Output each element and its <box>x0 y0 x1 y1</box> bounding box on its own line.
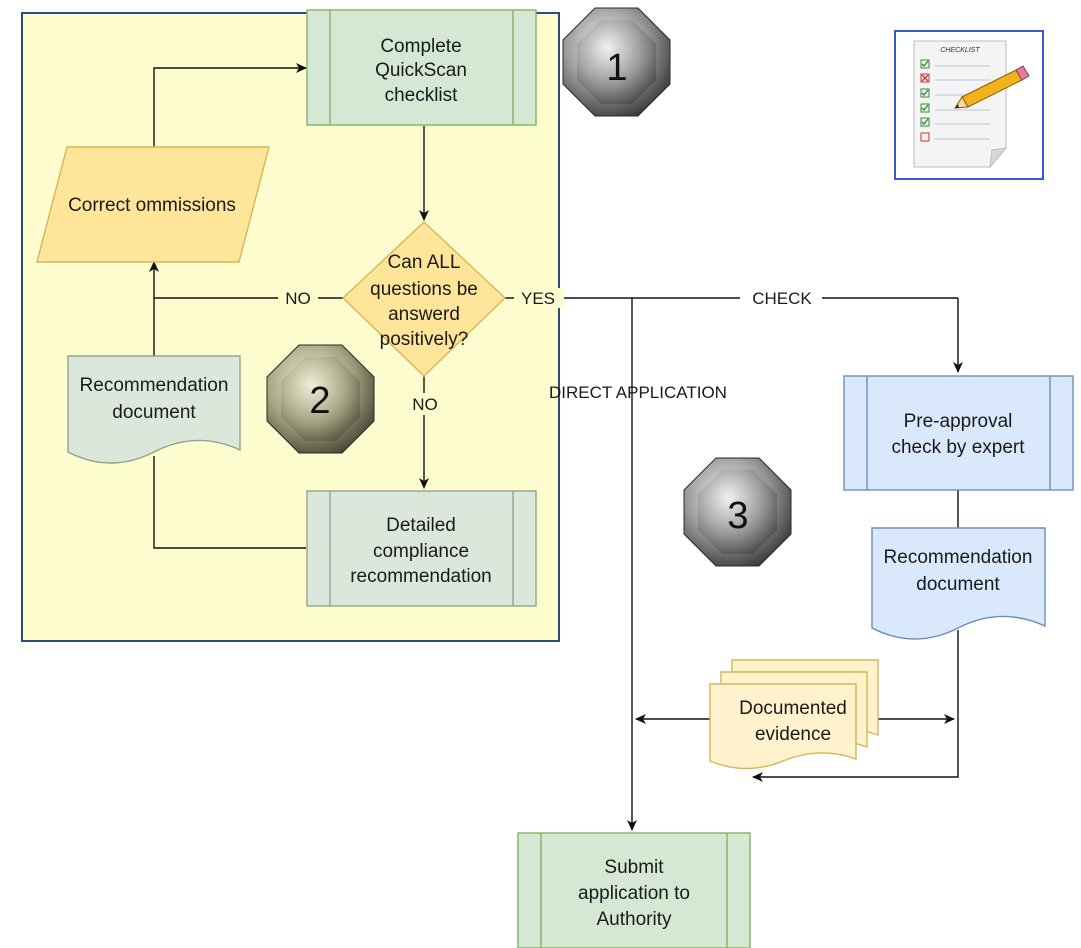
node-submit: Submit application to Authority <box>517 832 751 948</box>
label-check: CHECK <box>752 289 812 308</box>
svg-text:application to: application to <box>578 883 690 904</box>
recdoc-right-line-1: Recommendation <box>884 547 1033 568</box>
quickscan-line-2: QuickScan <box>375 60 467 81</box>
edge-recdoc-to-submit <box>752 630 959 782</box>
svg-text:document: document <box>916 574 1000 595</box>
svg-text:recommendation: recommendation <box>350 566 492 587</box>
svg-text:QuickScan: QuickScan <box>375 60 467 81</box>
decision-line-4: positively? <box>380 329 469 350</box>
node-documented-evidence: Documented evidence <box>709 659 879 770</box>
badge-1: 1 <box>562 7 671 117</box>
svg-text:checklist: checklist <box>385 85 459 106</box>
quickscan-line-3: checklist <box>385 85 459 106</box>
badge-2: 2 <box>266 344 375 454</box>
decision-line-3: answerd <box>388 304 460 325</box>
badge-2-number: 2 <box>309 380 330 422</box>
edge-correct-to-quickscan <box>153 63 307 147</box>
node-recommendation-right: Recommendation document <box>871 527 1046 640</box>
evidence-line-2: evidence <box>755 724 831 745</box>
node-decision: Can ALL questions be answerd positively? <box>341 221 507 377</box>
svg-text:answerd: answerd <box>388 304 460 325</box>
preapproval-line-1: Pre-approval <box>904 411 1013 432</box>
edge-labels: NO YES NO CHECK DIRECT APPLICATION <box>278 288 822 415</box>
label-direct-application: DIRECT APPLICATION <box>549 383 727 402</box>
svg-text:questions be: questions be <box>370 279 478 300</box>
submit-line-3: Authority <box>597 909 672 930</box>
checklist-title: CHECKLIST <box>940 47 980 54</box>
svg-text:evidence: evidence <box>755 724 831 745</box>
detailed-line-1: Detailed <box>386 515 456 536</box>
recdoc-left-line-2: document <box>112 402 196 423</box>
svg-text:Recommendation: Recommendation <box>884 547 1033 568</box>
edge-detailed-to-recdoc <box>153 456 306 549</box>
svg-text:compliance: compliance <box>373 541 469 562</box>
svg-text:Correct ommissions: Correct ommissions <box>68 195 236 216</box>
svg-text:positively?: positively? <box>380 329 469 350</box>
badge-3: 3 <box>683 457 792 567</box>
svg-text:Recommendation: Recommendation <box>80 375 229 396</box>
decision-line-1: Can ALL <box>388 252 461 273</box>
node-recommendation-left: Recommendation document <box>67 355 241 464</box>
label-yes: YES <box>521 289 555 308</box>
decision-line-2: questions be <box>370 279 478 300</box>
node-quickscan: Complete QuickScan checklist <box>306 9 537 126</box>
submit-line-2: application to <box>578 883 690 904</box>
preapproval-line-2: check by expert <box>891 437 1025 458</box>
node-detailed-compliance: Detailed compliance recommendation <box>306 490 537 607</box>
svg-text:Documented: Documented <box>739 698 847 719</box>
checklist-icon: CHECKLIST <box>894 30 1044 180</box>
detailed-line-3: recommendation <box>350 566 492 587</box>
node-preapproval: Pre-approval check by expert <box>843 375 1074 491</box>
recdoc-left-line-1: Recommendation <box>80 375 229 396</box>
svg-text:check by expert: check by expert <box>891 437 1025 458</box>
label-no-down: NO <box>412 395 438 414</box>
svg-text:document: document <box>112 402 196 423</box>
badge-3-number: 3 <box>727 495 748 537</box>
svg-text:Pre-approval: Pre-approval <box>904 411 1013 432</box>
evidence-line-1: Documented <box>739 698 847 719</box>
submit-line-1: Submit <box>604 857 664 878</box>
recdoc-right-line-2: document <box>916 574 1000 595</box>
badge-1-number: 1 <box>606 47 627 89</box>
svg-text:Authority: Authority <box>597 909 672 930</box>
svg-text:Detailed: Detailed <box>386 515 456 536</box>
correct-line-1: Correct ommissions <box>68 195 236 216</box>
svg-text:Can ALL: Can ALL <box>388 252 461 273</box>
svg-text:Submit: Submit <box>604 857 664 878</box>
quickscan-line-1: Complete <box>380 36 461 57</box>
node-correct-ommissions: Correct ommissions <box>36 146 270 263</box>
label-no-left: NO <box>285 289 311 308</box>
svg-text:Complete: Complete <box>380 36 461 57</box>
detailed-line-2: compliance <box>373 541 469 562</box>
